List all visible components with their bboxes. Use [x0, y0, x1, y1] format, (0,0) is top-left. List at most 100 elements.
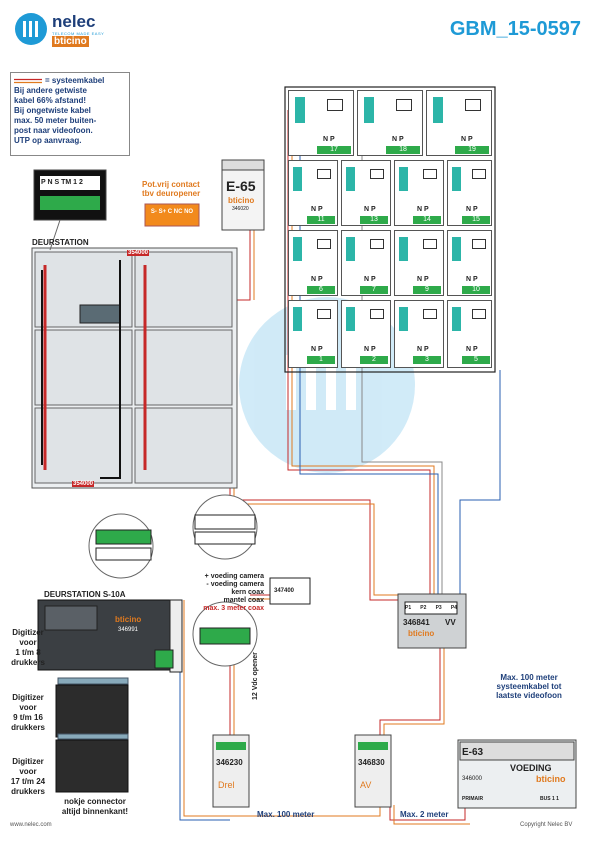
psu-brand: bticino: [536, 774, 566, 784]
digitizer-label-3: Digitizer voor 17 t/m 24 drukkers: [2, 757, 54, 797]
digitizer-line: drukkers: [11, 787, 45, 796]
splitter-ports: P1 P2 P3 P4: [405, 605, 457, 611]
legend-box: = systeemkabel Bij andere getwiste kabel…: [10, 72, 130, 156]
psu-label: E-63: [462, 747, 484, 758]
handset-icon: [399, 237, 408, 261]
handset-icon: [399, 307, 408, 331]
np-label: N P: [392, 136, 404, 143]
s10a-code: 346991: [118, 627, 139, 633]
module2-code: 346830: [358, 758, 385, 767]
np-label: N P: [417, 206, 429, 213]
intercom-unit: N P 5: [447, 300, 492, 368]
opener-label: 12 Vdc opener: [252, 652, 259, 700]
np-label: N P: [466, 276, 478, 283]
unit-number: 5: [462, 356, 490, 364]
door-code-bottom: 354000: [72, 481, 95, 487]
digitizer-line: Digitizer: [12, 757, 44, 766]
handset-icon: [452, 307, 461, 331]
door-station-title: DEURSTATION: [32, 238, 89, 247]
camera-labels: + voeding camera - voeding camera kern c…: [160, 573, 264, 613]
intercom-unit: N P 9: [394, 230, 444, 296]
camera-line: - voeding camera: [206, 581, 264, 588]
splitter-346841: [397, 593, 467, 649]
unit-number: 2: [360, 356, 388, 364]
max-2-bottom: Max. 2 meter: [400, 810, 449, 819]
intercom-unit: N P 13: [341, 160, 391, 226]
intercom-unit: N P 11: [288, 160, 338, 226]
unit-number: 15: [462, 216, 490, 224]
np-label: N P: [417, 276, 429, 283]
screen-icon: [423, 169, 437, 179]
unit-number: 1: [307, 356, 335, 364]
pot-contact-terminal: [144, 203, 200, 227]
screen-icon: [472, 169, 486, 179]
camera-line: mantel coax: [223, 597, 264, 604]
unit-number: 18: [386, 146, 420, 154]
screen-icon: [370, 169, 384, 179]
splitter-port: P3: [435, 605, 442, 611]
handset-icon: [364, 97, 374, 123]
intercom-unit: N P 19: [426, 90, 492, 156]
handset-icon: [346, 307, 355, 331]
door-station-frame: [31, 247, 238, 489]
np-label: N P: [311, 206, 323, 213]
np-label: N P: [311, 346, 323, 353]
note-line: Max. 100 meter: [500, 673, 558, 682]
digitizer-label-1: Digitizer voor 1 t/m 8 drukkers: [2, 628, 54, 668]
np-label: N P: [466, 206, 478, 213]
psu-title: VOEDING: [510, 763, 552, 773]
unit-number: 9: [413, 286, 441, 294]
legend-line: post naar videofoon.: [14, 126, 93, 135]
handset-icon: [346, 167, 355, 191]
legend-line: Bij ongetwiste kabel: [14, 106, 91, 115]
intercom-grid-frame: [284, 86, 496, 373]
handset-icon: [399, 167, 408, 191]
digitizer-line: voor: [19, 638, 37, 647]
legend-line: kabel 66% afstand!: [14, 96, 87, 105]
e65-label: E-65: [226, 178, 256, 194]
handset-icon: [293, 237, 302, 261]
splitter-port: P4: [450, 605, 457, 611]
digitizer-line: voor: [19, 703, 37, 712]
handset-icon: [346, 237, 355, 261]
logo-icon: [15, 13, 47, 45]
camera-line: kern coax: [231, 589, 264, 596]
psu-e63: [457, 739, 577, 809]
camera-code: 347400: [274, 588, 295, 594]
unit-number: 17: [317, 146, 351, 154]
cable-legend-icon: [14, 78, 42, 84]
np-label: N P: [417, 346, 429, 353]
nelec-logo: nelec TELECOM MADE EASY bticino: [14, 12, 124, 47]
screen-icon: [396, 99, 412, 111]
unit-number: 7: [360, 286, 388, 294]
camera-warning: max. 3 meter coax: [203, 605, 264, 612]
terminal-zoom: [33, 169, 107, 251]
legend-title-row: = systeemkabel: [14, 76, 126, 86]
handset-icon: [293, 307, 302, 331]
handset-icon: [295, 97, 305, 123]
digitizer-line: 9 t/m 16: [13, 713, 43, 722]
brand-sub: bticino: [52, 36, 89, 47]
screen-icon: [472, 239, 486, 249]
connector-note-line: altijd binnenkant!: [61, 807, 129, 816]
intercom-unit: N P 18: [357, 90, 423, 156]
np-label: N P: [461, 136, 473, 143]
camera-line: + voeding camera: [204, 573, 264, 580]
camera-zoom: [192, 494, 258, 560]
door-code-top: 354000: [127, 250, 150, 256]
digitizer-line: 17 t/m 24: [10, 777, 46, 786]
s10a-title: DEURSTATION S-10A: [44, 590, 126, 599]
intercom-unit: N P 3: [394, 300, 444, 368]
pot-contact-line: Pot.vrij contact: [142, 180, 200, 189]
digitizer-line: 1 t/m 8: [15, 648, 41, 657]
unit-number: 10: [462, 286, 490, 294]
screen-icon: [317, 309, 331, 319]
doc-code: GBM_15-0597: [449, 18, 581, 40]
unit-number: 19: [455, 146, 489, 154]
legend-line: UTP op aanvraag.: [14, 136, 82, 145]
screen-icon: [465, 99, 481, 111]
legend-title: = systeemkabel: [45, 76, 105, 85]
digitizer-line: Digitizer: [12, 628, 44, 637]
intercom-unit: N P 1: [288, 300, 338, 368]
intercom-unit: N P 14: [394, 160, 444, 226]
